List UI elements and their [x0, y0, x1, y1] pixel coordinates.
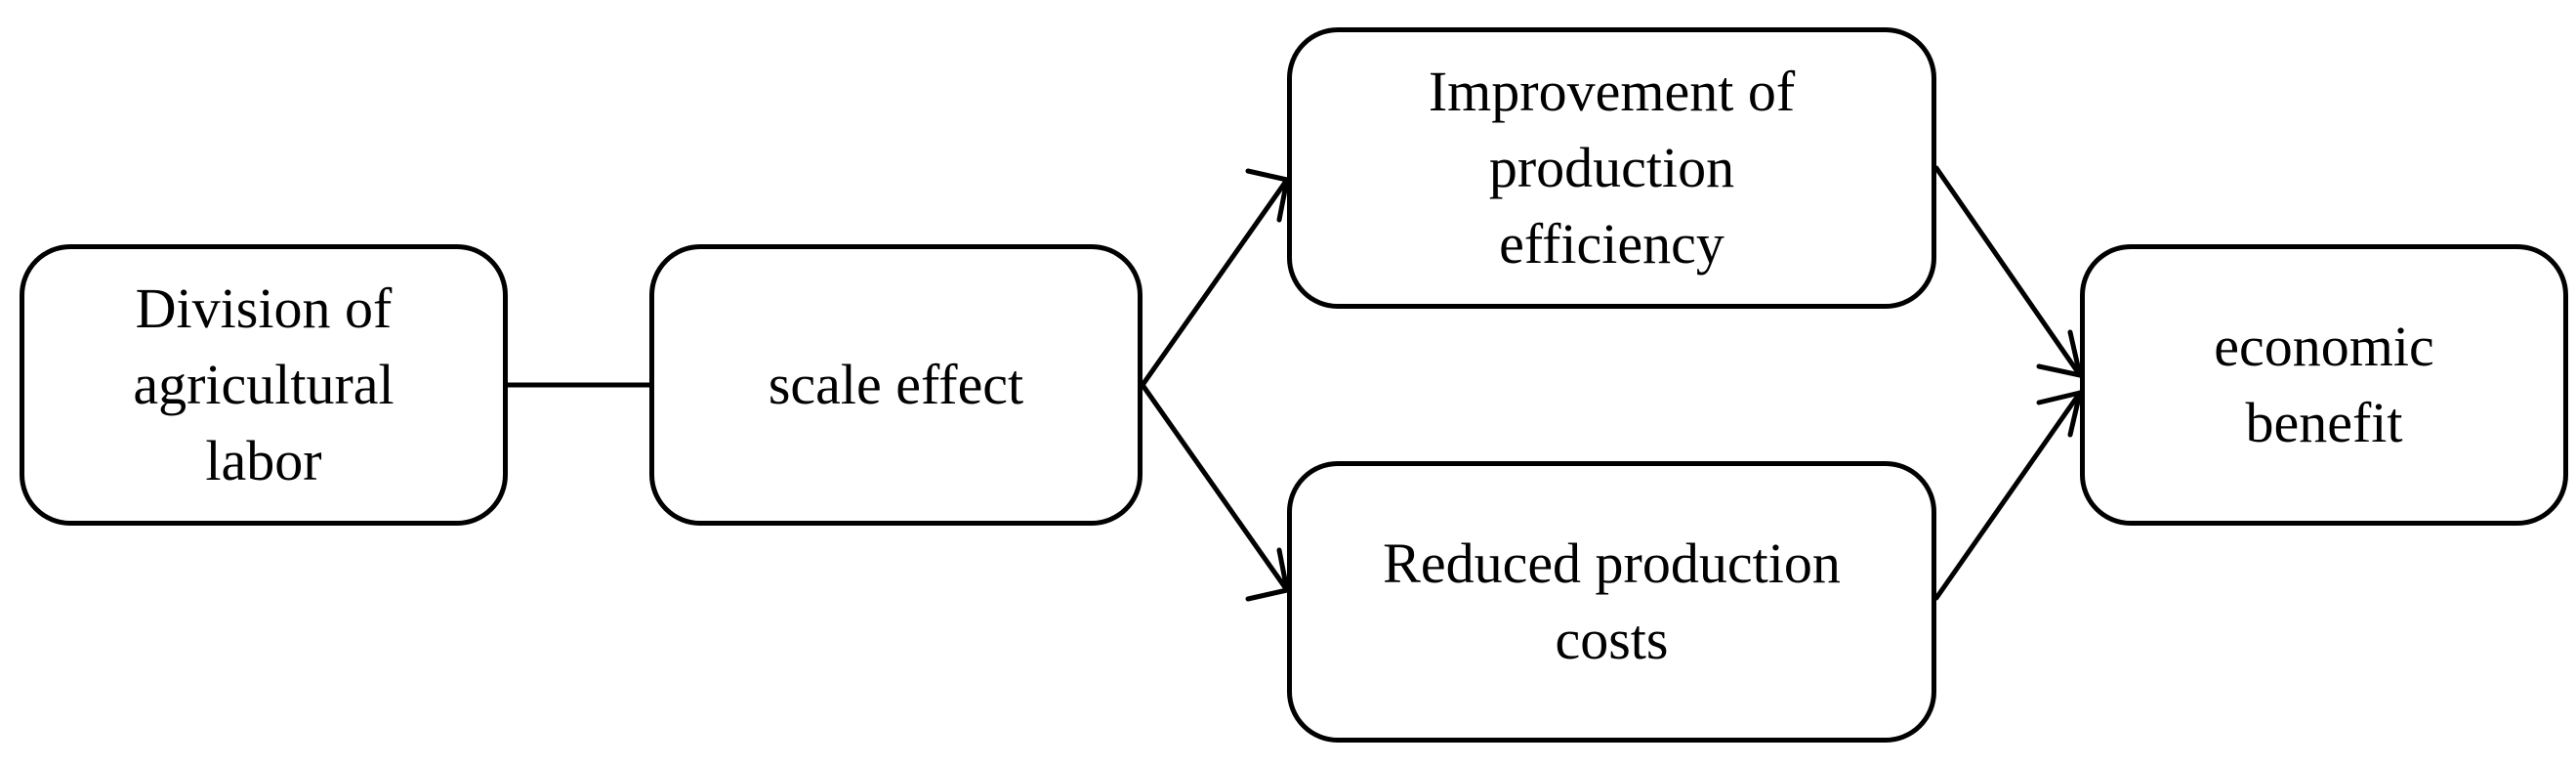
node-label: Division of agricultural labor: [133, 277, 395, 492]
connector-improvement-to-economic: [1933, 165, 2083, 378]
node-label: Improvement of production efficiency: [1428, 60, 1796, 276]
connector-scale-to-reduced: [1140, 382, 1290, 593]
node-reduced-production-costs: Reduced production costs: [1287, 461, 1936, 743]
node-division-of-agricultural-labor: Division of agricultural labor: [20, 244, 508, 526]
connector-scale-to-improvement: [1140, 177, 1290, 388]
node-scale-effect: scale effect: [649, 244, 1143, 526]
arrowhead-improvement-icon: [1245, 168, 1290, 223]
arrowhead-reduced-icon: [1245, 547, 1290, 602]
node-label: Reduced production costs: [1383, 532, 1841, 671]
node-improvement-of-production-efficiency: Improvement of production efficiency: [1287, 27, 1936, 309]
node-label: scale effect: [768, 353, 1024, 416]
node-economic-benefit: economic benefit: [2080, 244, 2568, 526]
connector-reduced-to-economic: [1933, 390, 2083, 601]
node-label: economic benefit: [2214, 315, 2434, 454]
